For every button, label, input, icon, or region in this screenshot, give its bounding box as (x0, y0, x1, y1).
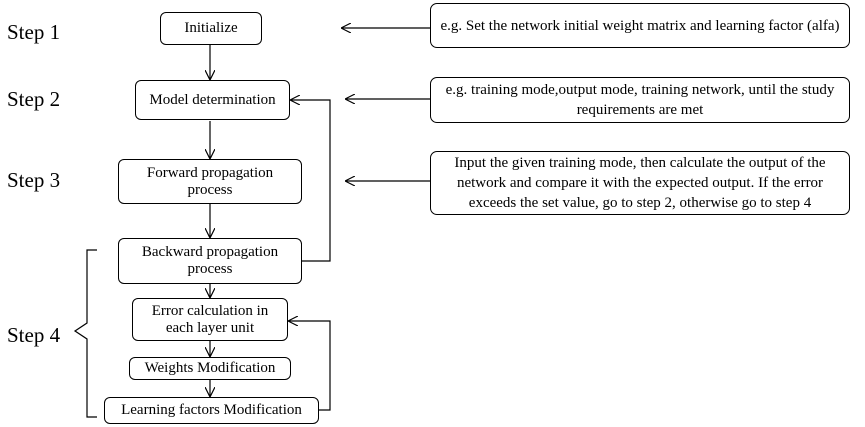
error-calculation-box: Error calculation in each layer unit (132, 298, 288, 341)
step4-brace (73, 249, 97, 418)
backward-propagation-box: Backward propagation process (118, 238, 302, 284)
weights-modification-box: Weights Modification (129, 357, 291, 380)
loop-learning-to-error (289, 321, 331, 411)
forward-propagation-box: Forward propagation process (118, 159, 302, 204)
learning-factors-modification-box: Learning factors Modification (104, 397, 319, 424)
model-determination-box: Model determination (135, 80, 290, 120)
step-2-label: Step 2 (7, 87, 61, 111)
initialize-box: Initialize (160, 12, 262, 45)
step-4-label: Step 4 (7, 323, 61, 347)
loop-backward-to-model (291, 100, 331, 262)
step-2-note: e.g. training mode,output mode, training… (430, 77, 850, 123)
step-1-label: Step 1 (7, 20, 61, 44)
step-3-note: Input the given training mode, then calc… (430, 151, 850, 215)
step-1-note: e.g. Set the network initial weight matr… (430, 3, 850, 48)
step-3-label: Step 3 (7, 168, 61, 192)
